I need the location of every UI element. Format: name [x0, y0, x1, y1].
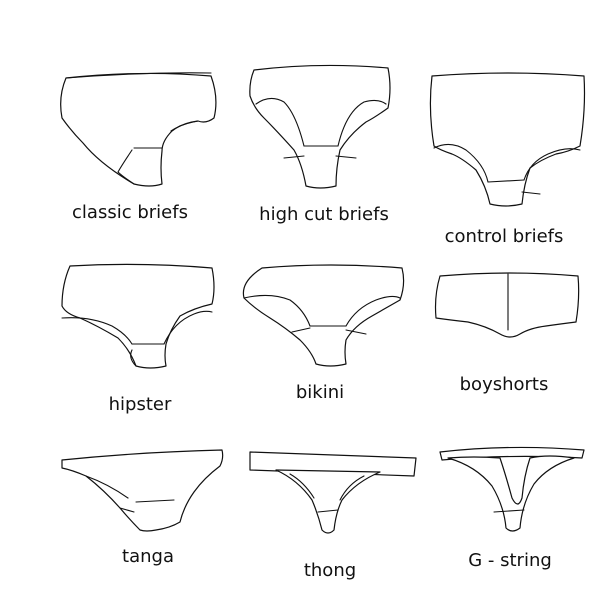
thong-label: thong	[304, 560, 356, 581]
thong-drawing	[249, 451, 417, 534]
g-string-label: G - string	[468, 550, 552, 571]
high-cut-briefs-label: high cut briefs	[259, 204, 389, 225]
boyshorts-drawing	[434, 272, 580, 338]
tanga-label: tanga	[122, 546, 174, 567]
bikini-drawing	[242, 264, 405, 367]
classic-briefs-drawing	[60, 72, 217, 187]
bikini-label: bikini	[296, 382, 344, 403]
control-briefs-drawing	[429, 72, 586, 207]
g-string-drawing	[439, 446, 585, 532]
high-cut-briefs-drawing	[249, 64, 391, 189]
control-briefs-label: control briefs	[445, 226, 564, 247]
tanga-drawing	[61, 449, 224, 532]
boyshorts-label: boyshorts	[460, 374, 549, 395]
classic-briefs-label: classic briefs	[72, 202, 188, 223]
hipster-label: hipster	[109, 394, 172, 415]
hipster-drawing	[61, 263, 215, 369]
